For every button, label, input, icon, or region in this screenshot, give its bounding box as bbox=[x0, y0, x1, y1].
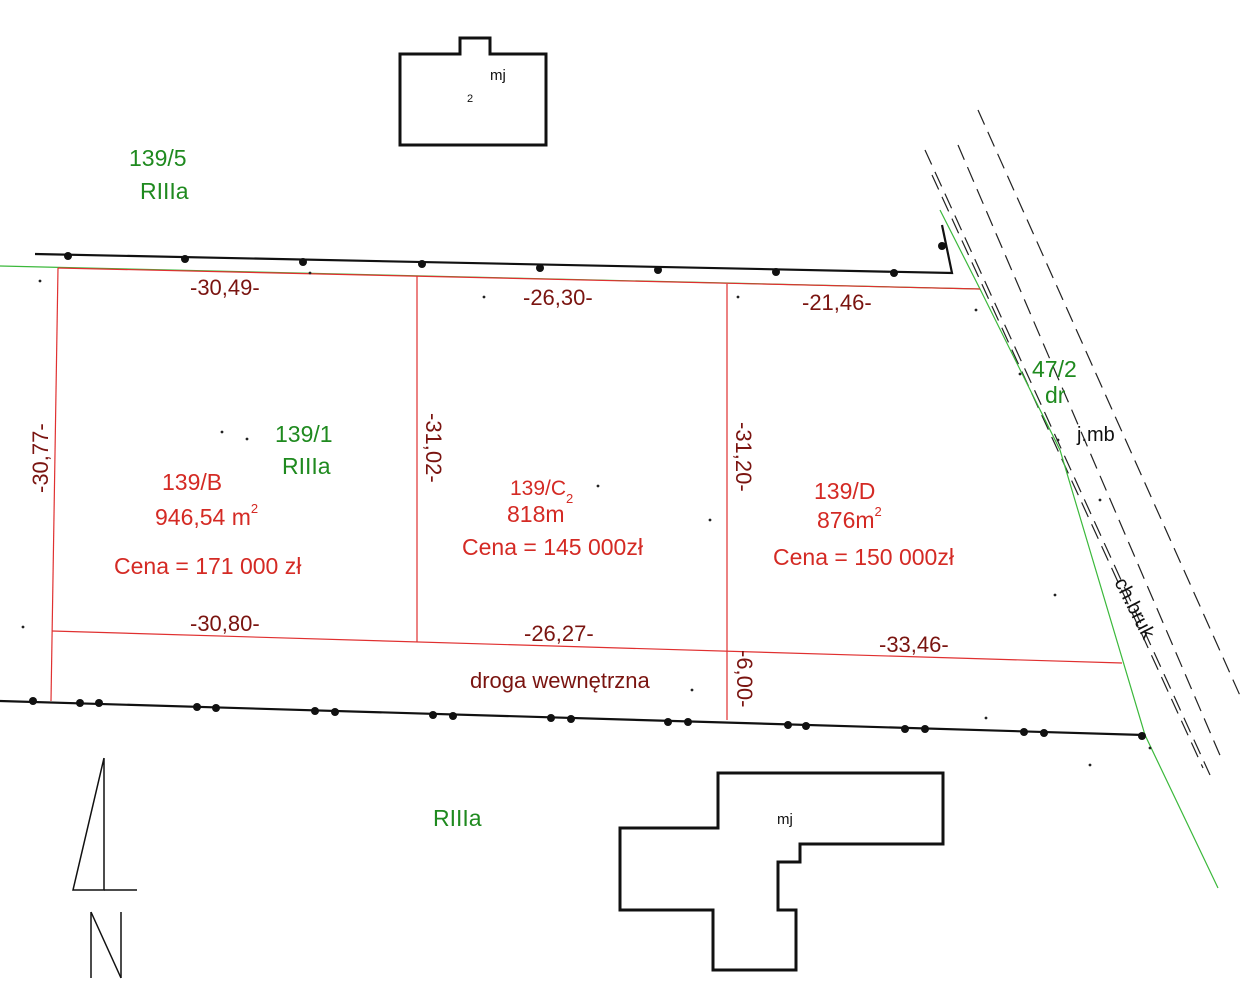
dim-divider-2: -31,20- bbox=[731, 422, 756, 492]
lot-d-id: 139/D bbox=[814, 478, 875, 504]
dim-bottom-1: -30,80- bbox=[190, 611, 260, 636]
lot-c-id: 139/C2 bbox=[510, 477, 573, 506]
internal-road-label: droga wewnętrzna bbox=[470, 668, 651, 693]
lot-b-id: 139/B bbox=[162, 469, 222, 495]
lot-b-price: Cena = 171 000 zł bbox=[114, 553, 301, 579]
survey-dots bbox=[21, 271, 1152, 767]
lot-c-area: 818m bbox=[507, 501, 565, 527]
dim-top-2: -26,30- bbox=[523, 285, 593, 310]
lot-d: 139/D 876m2 Cena = 150 000zł bbox=[773, 478, 954, 570]
dim-top-3: -21,46- bbox=[802, 290, 872, 315]
lot-lines bbox=[50, 267, 1123, 720]
top-parcel-number: 139/5 bbox=[129, 145, 187, 171]
dim-top-1: -30,49- bbox=[190, 275, 260, 300]
main-parcel-class: RIIIa bbox=[282, 453, 331, 479]
sidewalk-label: ch.bruk bbox=[1110, 574, 1160, 643]
road-surface-label: j.mb bbox=[1076, 424, 1115, 446]
dimension-labels: -30,49- -26,30- -21,46- -30,80- -26,27- … bbox=[28, 275, 949, 707]
building-top-floors: 2 bbox=[467, 93, 473, 105]
road-edge-lines bbox=[924, 109, 1243, 776]
lot-b-area: 946,54 m2 bbox=[155, 501, 258, 530]
building-top: mj 2 bbox=[398, 36, 548, 147]
dim-road-width: -6,00- bbox=[732, 650, 757, 707]
lot-d-area: 876m2 bbox=[817, 504, 882, 533]
lot-b: 139/B 946,54 m2 Cena = 171 000 zł bbox=[114, 469, 301, 579]
lot-d-price: Cena = 150 000zł bbox=[773, 544, 954, 570]
road-parcel-number: 47/2 bbox=[1032, 356, 1077, 382]
dim-bottom-2: -26,27- bbox=[524, 621, 594, 646]
fence-points bbox=[29, 242, 1146, 740]
bottom-parcel-class: RIIIa bbox=[433, 805, 482, 831]
building-bottom: mj bbox=[618, 771, 945, 972]
road-parcel-use: dr bbox=[1045, 382, 1066, 408]
main-parcel-number: 139/1 bbox=[275, 421, 333, 447]
dim-bottom-3: -33,46- bbox=[879, 632, 949, 657]
dim-left: -30,77- bbox=[28, 423, 53, 493]
north-arrow bbox=[72, 757, 137, 979]
lot-c-price: Cena = 145 000zł bbox=[462, 534, 643, 560]
building-bottom-label: mj bbox=[777, 811, 793, 828]
top-parcel-class: RIIIa bbox=[140, 178, 189, 204]
building-top-label: mj bbox=[490, 67, 506, 84]
lot-c: 139/C2 818m Cena = 145 000zł bbox=[462, 477, 643, 560]
dim-divider-1: -31,02- bbox=[421, 413, 446, 483]
